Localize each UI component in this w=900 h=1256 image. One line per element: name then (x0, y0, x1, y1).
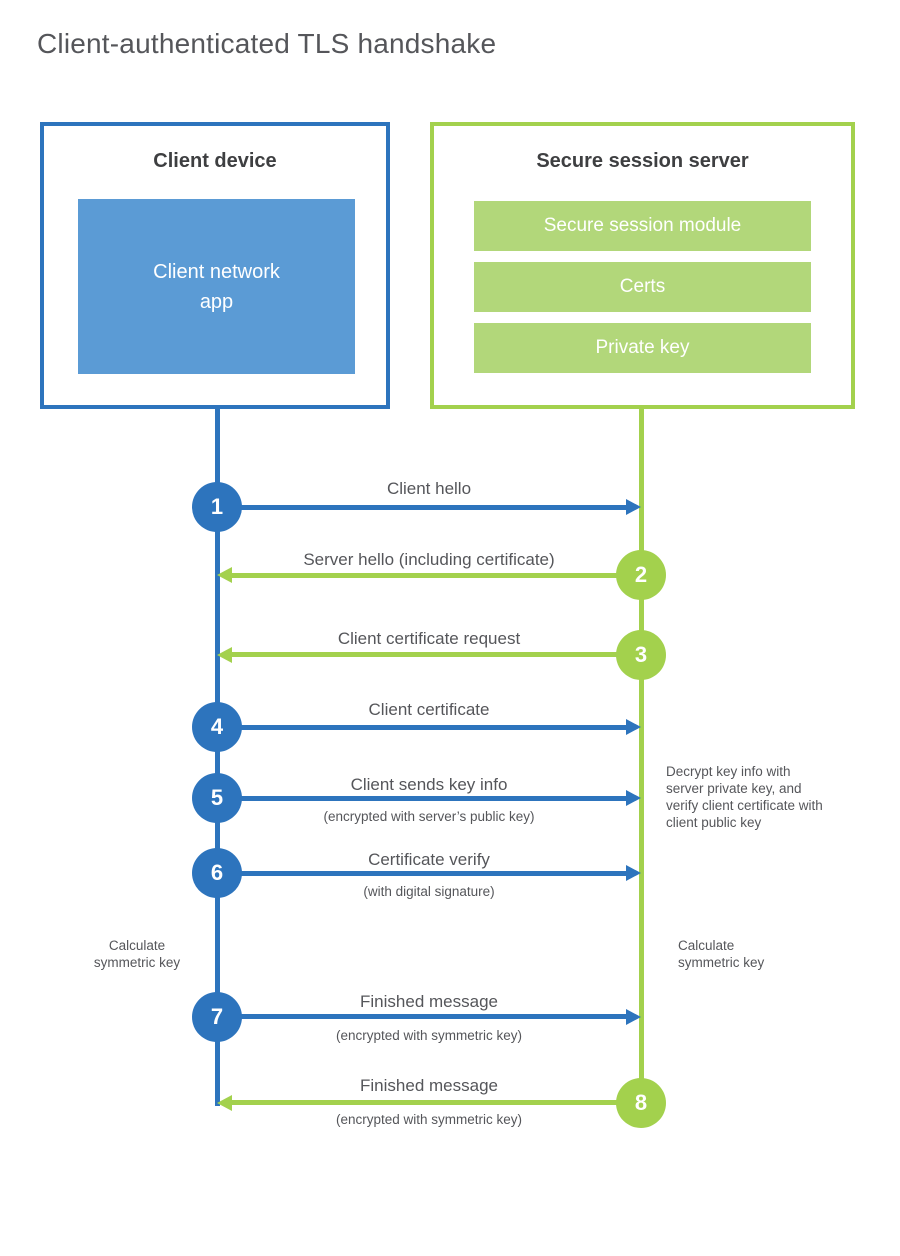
arrow-right-icon (626, 790, 641, 806)
message-sublabel-client-key-info: (encrypted with server’s public key) (323, 809, 535, 824)
message-sublabel-finished-client: (encrypted with symmetric key) (335, 1028, 523, 1043)
client-device-title: Client device (153, 150, 277, 172)
arrow-right-icon (626, 865, 641, 881)
message-label-server-hello: Server hello (including certificate) (303, 550, 555, 569)
message-arrow-line (217, 871, 628, 876)
message-arrow-line (217, 505, 628, 510)
message-label-client-cert-request: Client certificate request (337, 629, 521, 648)
step-6-badge: 6 (192, 848, 242, 898)
server-module-certs: Certs (474, 262, 811, 312)
message-sublabel-certificate-verify: (with digital signature) (363, 884, 495, 899)
message-arrow-line (217, 796, 628, 801)
step-3-badge: 3 (616, 630, 666, 680)
decrypt-key-note: Decrypt key info with server private key… (666, 764, 823, 830)
arrow-right-icon (626, 499, 641, 515)
step-7-badge: 7 (192, 992, 242, 1042)
message-label-client-key-info: Client sends key info (350, 775, 508, 794)
step-8-badge: 8 (616, 1078, 666, 1128)
message-label-finished-server: Finished message (360, 1076, 498, 1095)
message-arrow-line (217, 1014, 628, 1019)
client-device-box: Client device Client network app (40, 122, 390, 409)
client-network-app-box: Client network app (78, 199, 355, 374)
secure-session-server-box: Secure session server Secure session mod… (430, 122, 855, 409)
server-module-secure-session: Secure session module (474, 201, 811, 251)
client-lifeline (215, 409, 220, 1106)
message-arrow-line (217, 725, 628, 730)
arrow-right-icon (626, 1009, 641, 1025)
server-lifeline (639, 409, 644, 1106)
arrow-left-icon (217, 567, 232, 583)
calculate-symmetric-key-server: Calculate symmetric key (678, 938, 765, 970)
client-network-app-label: Client network app (153, 260, 280, 313)
page-title: Client-authenticated TLS handshake (37, 28, 497, 59)
message-label-certificate-verify: Certificate verify (368, 850, 490, 869)
step-5-badge: 5 (192, 773, 242, 823)
arrow-left-icon (217, 1095, 232, 1111)
message-arrow-line (230, 652, 641, 657)
arrow-left-icon (217, 647, 232, 663)
message-label-client-certificate: Client certificate (368, 700, 490, 719)
arrow-right-icon (626, 719, 641, 735)
message-arrow-line (230, 573, 641, 578)
message-arrow-line (230, 1100, 641, 1105)
server-module-private-key: Private key (474, 323, 811, 373)
calculate-symmetric-key-client: Calculate symmetric key (93, 938, 181, 970)
step-2-badge: 2 (616, 550, 666, 600)
message-sublabel-finished-server: (encrypted with symmetric key) (335, 1112, 523, 1127)
step-4-badge: 4 (192, 702, 242, 752)
secure-session-server-title: Secure session server (536, 150, 749, 172)
message-label-finished-client: Finished message (360, 992, 498, 1011)
step-1-badge: 1 (192, 482, 242, 532)
message-label-client-hello: Client hello (386, 479, 472, 498)
